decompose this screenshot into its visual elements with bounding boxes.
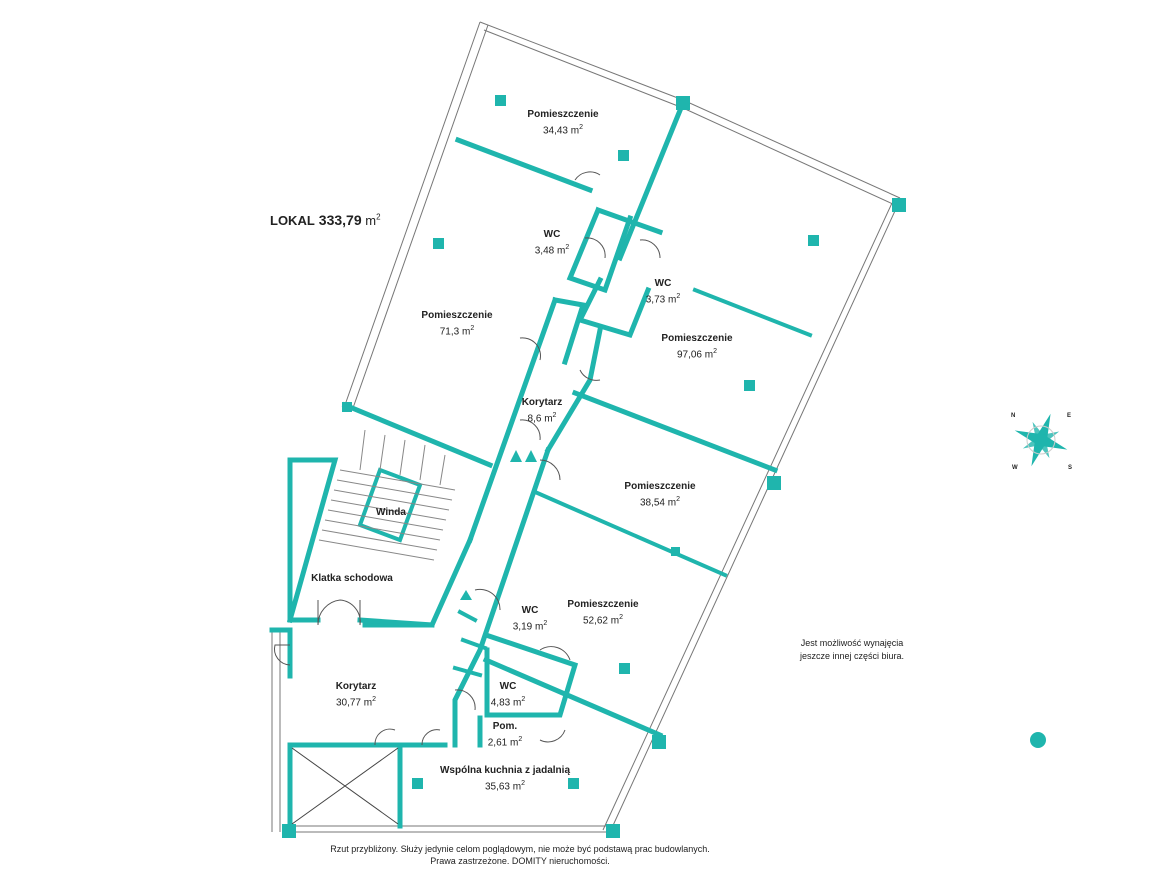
walls — [269, 99, 813, 829]
shaft — [291, 747, 399, 825]
lokal-unit: m — [365, 213, 377, 228]
footer-disclaimer: Rzut przybliżony. Służy jedynie celom po… — [330, 844, 710, 866]
room-label: Klatka schodowa — [311, 573, 393, 584]
lokal-area: 333,79 — [318, 212, 362, 228]
stairs — [318, 429, 456, 561]
compass-w-label: W — [1012, 465, 1018, 471]
compass-icon — [1014, 413, 1068, 467]
compass-s-label: S — [1068, 465, 1073, 471]
room-label: Winda — [376, 507, 406, 518]
column-markers — [282, 95, 1046, 838]
doors — [274, 171, 661, 746]
room-label: Pom.2,61 m2 — [487, 721, 523, 749]
lokal-label: LOKAL — [270, 213, 315, 228]
windows — [271, 21, 901, 833]
compass-e-label: E — [1067, 413, 1072, 419]
compass-n-label: N — [1011, 413, 1016, 419]
unit-exp: 2 — [376, 212, 381, 222]
